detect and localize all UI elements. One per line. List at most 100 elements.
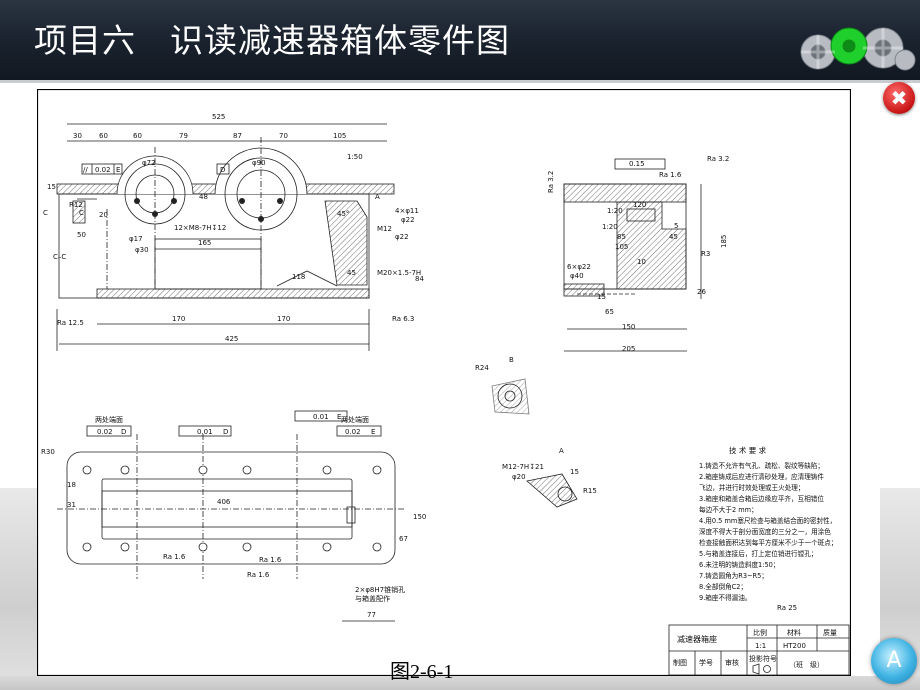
datum-label: E xyxy=(116,166,120,174)
dim-label: 45 xyxy=(669,233,678,241)
front-view: 525 30 60 60 79 87 70 105 1:50 φ72 φ90 1… xyxy=(43,113,424,351)
slide-title: 项目六 识读减速器箱体零件图 xyxy=(34,21,510,60)
dim-label: 45° xyxy=(337,210,349,218)
datum-label: E xyxy=(337,413,341,421)
dim-label: φ30 xyxy=(135,246,149,254)
dim-label: 150 xyxy=(413,513,426,521)
note-label: 两处端面 xyxy=(95,415,123,424)
scale-value: 1:1 xyxy=(755,642,766,650)
dim-label: 150 xyxy=(622,323,635,331)
title-bar: 项目六 识读减速器箱体零件图 xyxy=(0,0,920,83)
ra-label: Ra 3.2 xyxy=(707,155,729,163)
ra-label: Ra 3.2 xyxy=(547,171,555,193)
dim-label: 525 xyxy=(212,113,225,121)
role-label: 制图 xyxy=(673,658,687,667)
tech-req-item: 2.箱座铸成后应进行清砂处理，应清理铸件 xyxy=(699,472,824,481)
dim-label: 70 xyxy=(279,132,288,140)
ra-label: Ra 1.6 xyxy=(163,553,186,561)
tech-req-item: 每边不大于2 mm； xyxy=(699,505,758,514)
close-button[interactable]: ✖ xyxy=(883,82,915,114)
tolerance-value: 0.15 xyxy=(629,160,645,168)
dim-label: 1:50 xyxy=(347,153,363,161)
detail-label: R15 xyxy=(583,487,597,495)
note-label: 2×φ8H7锥销孔 xyxy=(355,585,405,594)
detail-label: 15 xyxy=(570,468,579,476)
dim-label: R30 xyxy=(41,448,55,456)
tech-req-item: 1.铸造不允许有气孔、疏松、裂纹等缺陷； xyxy=(699,461,824,470)
tech-req-item: 3.箱座和箱盖合箱后边缘应平齐，互相错位 xyxy=(699,494,824,503)
svg-text://: // xyxy=(83,166,88,174)
role-label: 审核 xyxy=(725,658,739,667)
dim-label: 1:20 xyxy=(602,223,618,231)
dim-label: φ22 xyxy=(401,216,415,224)
dim-label: 67 xyxy=(399,535,408,543)
ra-label: Ra 12.5 xyxy=(57,319,84,327)
dim-label: 170 xyxy=(172,315,185,323)
dim-label: 18 xyxy=(67,481,76,489)
datum-label: D xyxy=(220,166,225,174)
engineering-drawing: 525 30 60 60 79 87 70 105 1:50 φ72 φ90 1… xyxy=(37,89,851,676)
dim-label: 10 xyxy=(637,258,646,266)
dim-label: 120 xyxy=(633,201,646,209)
detail-view-b: R24 B xyxy=(475,356,530,415)
dim-label: M20×1.5-7H xyxy=(377,269,421,277)
dim-label: 105 xyxy=(333,132,346,140)
technical-requirements: 技 术 要 求 1.铸造不允许有气孔、疏松、裂纹等缺陷； 2.箱座铸成后应进行清… xyxy=(699,445,837,612)
dim-label: 205 xyxy=(622,345,635,353)
detail-label: φ20 xyxy=(512,473,526,481)
dim-label: φ40 xyxy=(570,272,584,280)
detail-label: A xyxy=(559,447,564,455)
datum-label: D xyxy=(223,428,228,436)
detail-label: R24 xyxy=(475,364,489,372)
section-label: C–C xyxy=(53,253,66,261)
dim-label: R3 xyxy=(701,250,710,258)
dim-label: 4×φ11 xyxy=(395,207,419,215)
note-label: 两处端面 xyxy=(341,415,369,424)
detail-view-a: A M12-7H↧21 φ20 R15 15 xyxy=(502,447,597,508)
dim-label: 26 xyxy=(697,288,706,296)
dim-label: 30 xyxy=(73,132,82,140)
ra-label: Ra 6.3 xyxy=(392,315,414,323)
dim-label: 77 xyxy=(367,611,376,619)
dim-label: 185 xyxy=(720,235,728,248)
projection-symbol-icon xyxy=(752,663,771,675)
tech-req-item: 飞边，并进行时效处理或王火处理； xyxy=(699,483,805,492)
dim-label: A xyxy=(375,193,380,201)
title-block: 减速器箱座 比例 1:1 材料 HT200 质量 制图 学号 审核 投影符号 （… xyxy=(668,624,850,676)
part-name: 减速器箱座 xyxy=(677,634,717,644)
dim-label: 170 xyxy=(277,315,290,323)
dim-label: 60 xyxy=(99,132,108,140)
home-nav-button[interactable]: A xyxy=(871,638,917,684)
tech-req-item: 深度不得大于剖分面宽度的三分之一，用涂色 xyxy=(699,527,831,536)
dim-label: 20 xyxy=(99,211,108,219)
ra-label: Ra 1.6 xyxy=(259,556,282,564)
dim-label: 45 xyxy=(347,269,356,277)
tech-req-item: 5.与箱盖连接后，打上定位销进行镗孔； xyxy=(699,549,817,558)
dim-label: 50 xyxy=(77,231,86,239)
dim-label: 105 xyxy=(615,243,628,251)
dim-label: φ90 xyxy=(252,159,266,167)
dim-label: 87 xyxy=(233,132,242,140)
datum-label: D xyxy=(121,428,126,436)
tech-req-item: 7.铸造圆角为R3~R5； xyxy=(699,571,768,580)
datum-label: E xyxy=(371,428,375,436)
dim-label: 60 xyxy=(133,132,142,140)
dim-label: 425 xyxy=(225,335,238,343)
dim-label: 85 xyxy=(617,233,626,241)
plan-view: 两处端面 两处端面 0.02 D 0.01 D 0.01 E 0.02 E R3… xyxy=(41,410,426,622)
dim-label: 65 xyxy=(605,308,614,316)
dim-label: 84 xyxy=(415,275,424,283)
detail-label: B xyxy=(509,356,514,364)
dim-label: 406 xyxy=(217,498,231,506)
tech-req-heading: 技 术 要 求 xyxy=(729,445,767,455)
ra-label: Ra 25 xyxy=(777,604,797,612)
home-icon: A xyxy=(886,648,902,673)
dim-label: φ17 xyxy=(129,235,143,243)
dim-label: φ72 xyxy=(142,159,156,167)
tech-req-item: 4.用0.5 mm塞尺检查与箱盖结合面的密封性， xyxy=(699,516,836,525)
dim-label: C xyxy=(79,209,84,217)
tech-req-item: 检查接触面积达到每平方厘米不少于一个斑点； xyxy=(699,538,837,547)
gears-icon xyxy=(800,27,916,71)
scale-header: 比例 xyxy=(753,628,767,637)
left-decor-band xyxy=(0,488,40,688)
